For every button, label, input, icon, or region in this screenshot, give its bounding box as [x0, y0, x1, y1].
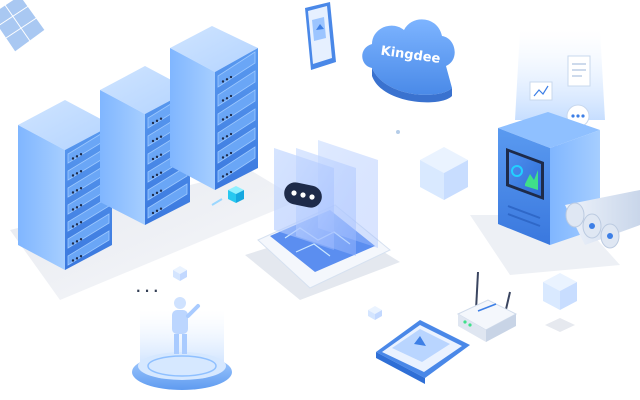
floating-cube-right [543, 273, 577, 332]
gauge-icon [511, 165, 523, 177]
server-led [221, 156, 225, 159]
kingdee-cloud: Kingdee [362, 19, 455, 103]
server-slot [67, 230, 110, 266]
data-processing-machine [498, 30, 640, 249]
server-led [151, 139, 155, 143]
server-led [71, 208, 75, 211]
server-led [151, 193, 155, 197]
server-led [151, 175, 155, 179]
server-led [159, 135, 163, 138]
server-led [79, 255, 83, 258]
server-led [221, 99, 225, 102]
server-slot [147, 165, 188, 201]
server-led [225, 154, 229, 157]
hologram-robot: · · · [132, 284, 232, 390]
server-led [71, 174, 75, 177]
server-led [75, 189, 79, 192]
server-led [225, 173, 229, 176]
server-led [151, 121, 155, 125]
server-slot [67, 213, 110, 249]
tablet [376, 320, 470, 384]
server-led [155, 191, 159, 195]
server-led [75, 257, 79, 260]
server-led [229, 113, 233, 117]
server-led [75, 223, 79, 226]
document-text-icon [567, 55, 591, 87]
server-led [79, 221, 83, 224]
floating-cube-mini [368, 306, 382, 320]
tablet-upload-icon [414, 336, 426, 346]
server-led [225, 135, 229, 138]
server-led [159, 171, 163, 174]
server-led [159, 207, 163, 210]
floating-cube-tiny [173, 266, 187, 281]
server-led [79, 187, 83, 190]
password-icon [284, 182, 322, 208]
server-led [225, 116, 229, 119]
typing-indicator: · · · [136, 284, 158, 298]
solar-panel [0, 0, 46, 53]
server-led [221, 118, 225, 121]
server-led [229, 75, 233, 79]
server-led [151, 157, 155, 161]
server-led [75, 206, 79, 209]
wifi-router [456, 271, 518, 342]
server-led [159, 117, 163, 120]
floating-cube-center [420, 147, 468, 200]
data-cube-small [211, 186, 244, 206]
phone-upload-icon [316, 24, 324, 30]
server-rack-front [18, 100, 112, 270]
server-led [79, 204, 83, 207]
server-led [79, 153, 83, 156]
server-led [159, 153, 163, 156]
data-dot [396, 130, 400, 134]
server-led [155, 119, 159, 123]
router-status-led [463, 320, 467, 324]
server-led [71, 242, 75, 245]
server-led [75, 155, 79, 158]
document-chart-icon [529, 81, 553, 101]
server-led [79, 170, 83, 173]
conveyor-belt [565, 190, 640, 249]
server-led [229, 170, 233, 174]
server-led [221, 175, 225, 178]
server-slot [147, 183, 188, 219]
server-led [71, 191, 75, 194]
server-led [71, 157, 75, 160]
server-led [71, 225, 75, 228]
server-led [225, 97, 229, 100]
server-led [225, 78, 229, 81]
mobile-phone [305, 2, 336, 70]
server-led [229, 94, 233, 98]
server-led [71, 259, 75, 262]
server-led [151, 211, 155, 215]
server-led [229, 151, 233, 155]
server-led [155, 137, 159, 141]
server-rack-back [170, 26, 258, 190]
server-led [75, 172, 79, 175]
server-led [221, 137, 225, 140]
laptop [257, 140, 391, 289]
screen-chart-icon [525, 170, 538, 190]
server-led [79, 238, 83, 241]
server-led [155, 155, 159, 159]
server-led [159, 189, 163, 192]
server-led [155, 173, 159, 177]
server-floor-shadow [10, 170, 300, 300]
server-led [75, 240, 79, 243]
server-led [221, 80, 225, 83]
server-led [155, 209, 159, 213]
server-led [229, 132, 233, 136]
